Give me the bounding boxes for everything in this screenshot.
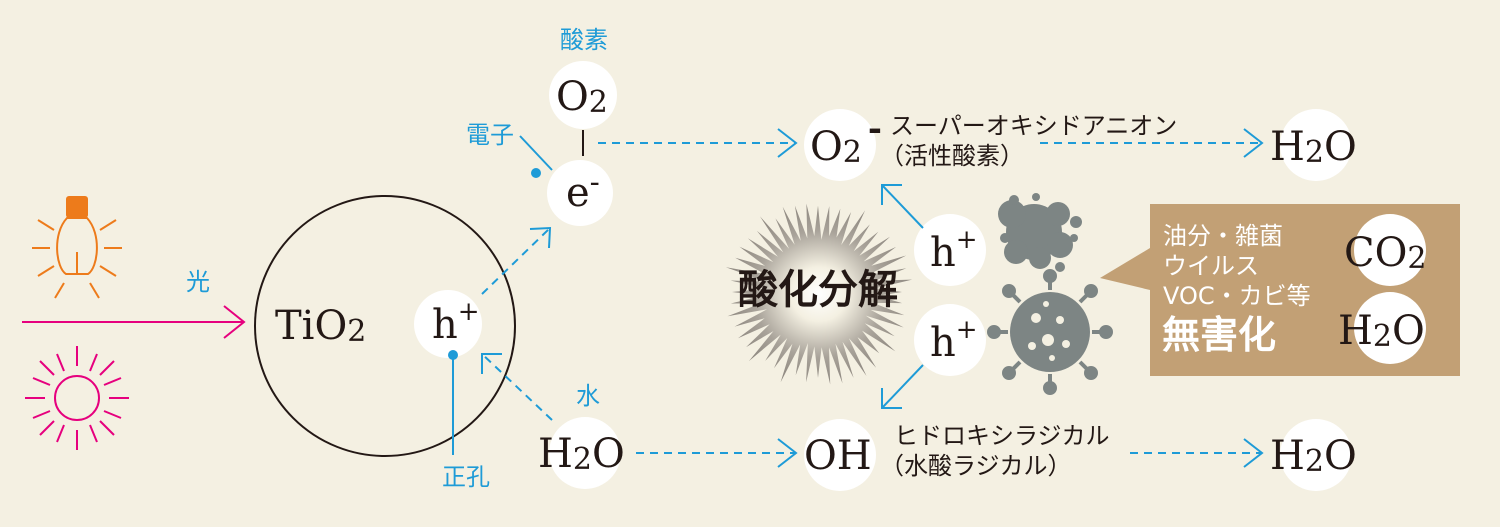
hole-label: h+ bbox=[432, 297, 480, 348]
water-label: H2O bbox=[538, 431, 625, 477]
hole-bubble-lower bbox=[914, 304, 986, 376]
virus-icon bbox=[987, 269, 1113, 395]
sun-icon bbox=[25, 346, 129, 450]
electron-bubble bbox=[547, 160, 613, 226]
water-product-callout: H2O bbox=[1338, 308, 1425, 354]
o2-bubble bbox=[549, 61, 617, 129]
tio2-particle bbox=[254, 195, 516, 457]
superoxide-name: スーパーオキシドアニオン bbox=[890, 112, 1177, 140]
hole-caption: 正孔 bbox=[442, 463, 490, 491]
electron-label: e- bbox=[566, 165, 600, 216]
callout-line1: 油分・雑菌 bbox=[1163, 222, 1283, 250]
water-product-top: H2O bbox=[1270, 124, 1357, 170]
hole-bubble bbox=[414, 290, 482, 358]
water-product-bottom: H2O bbox=[1270, 433, 1357, 479]
co2-label: CO2 bbox=[1344, 230, 1427, 276]
hole-bubble-upper bbox=[914, 214, 986, 286]
lightbulb-icon bbox=[32, 196, 122, 299]
oxygen-caption: 酸素 bbox=[560, 26, 608, 54]
oh-formula: OH bbox=[804, 433, 872, 479]
tio2-label: TiO2 bbox=[275, 303, 366, 349]
water-to-oh-arrow bbox=[636, 438, 798, 468]
callout-result: 無害化 bbox=[1162, 313, 1276, 357]
hole-to-electron-arrow bbox=[481, 226, 552, 295]
hydroxyl-name: ヒドロキシラジカル bbox=[894, 422, 1110, 450]
water-caption: 水 bbox=[576, 382, 600, 410]
water-product-bottom-bubble bbox=[1280, 419, 1352, 491]
callout-line2: ウイルス bbox=[1163, 252, 1259, 280]
oh-to-water-arrow bbox=[1130, 438, 1264, 468]
oh-bubble bbox=[804, 419, 876, 491]
hole-to-superoxide-arrow bbox=[881, 184, 924, 229]
light-label: 光 bbox=[186, 268, 210, 296]
superoxide-to-water-arrow bbox=[1040, 128, 1264, 158]
superoxide-subname: （活性酸素） bbox=[880, 142, 1024, 170]
hole-pointer bbox=[448, 350, 458, 455]
hole-label-lower: h+ bbox=[930, 315, 978, 366]
o2-to-superoxide-arrow bbox=[598, 128, 798, 158]
bacteria-icon bbox=[998, 193, 1082, 281]
electron-pointer bbox=[519, 135, 553, 178]
water-product-top-bubble bbox=[1280, 109, 1352, 181]
oxidation-label: 酸化分解 bbox=[738, 267, 898, 313]
co2-bubble bbox=[1354, 214, 1426, 286]
hole-label-upper: h+ bbox=[930, 225, 978, 276]
water-to-hole-arrow bbox=[481, 353, 553, 421]
hydroxyl-subname: （水酸ラジカル） bbox=[880, 452, 1072, 480]
callout-line3: VOC・カビ等 bbox=[1163, 282, 1311, 310]
light-arrow bbox=[22, 305, 246, 339]
water-bubble bbox=[549, 417, 621, 489]
o2-label: O2 bbox=[556, 74, 608, 120]
electron-caption: 電子 bbox=[466, 121, 514, 149]
superoxide-formula: O2- bbox=[810, 109, 882, 170]
hole-to-oh-arrow bbox=[881, 364, 924, 409]
superoxide-bubble bbox=[804, 109, 876, 181]
oxidation-burst bbox=[725, 203, 913, 385]
water-product-callout-bubble bbox=[1354, 292, 1426, 364]
